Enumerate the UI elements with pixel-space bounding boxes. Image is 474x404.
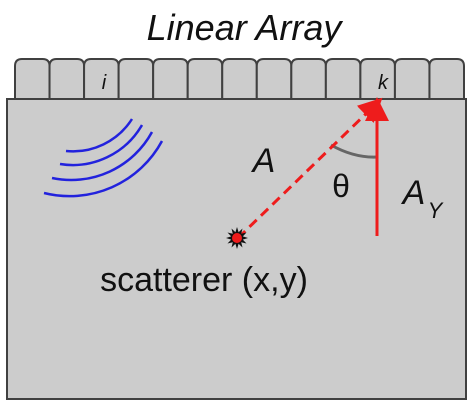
transducer-array [14,58,465,100]
axial-label: A [401,174,426,212]
scatterer-label: scatterer (x,y) [100,261,308,299]
diagram-title: Linear Array [147,7,344,48]
element-label-k: k [378,72,389,94]
angle-label: θ [332,168,350,204]
transducer-element [324,58,362,100]
transducer-element [117,58,155,100]
tissue-medium [6,98,467,400]
distance-ray [236,97,383,240]
element-label-i: i [102,72,107,94]
transducer-element [255,58,293,100]
transducer-element [393,58,431,100]
transducer-element [152,58,189,100]
transducer-element [186,58,224,100]
transducer-element [221,58,258,100]
transducer-element [14,58,51,100]
transducer-element [48,58,86,100]
axial-label-subscript: Y [428,198,444,223]
scatterer-icon [226,227,248,249]
transducer-element [290,58,327,100]
transducer-element [428,58,465,100]
wave-icon [43,118,164,198]
distance-label: A [251,142,276,180]
angle-arc [330,143,378,159]
